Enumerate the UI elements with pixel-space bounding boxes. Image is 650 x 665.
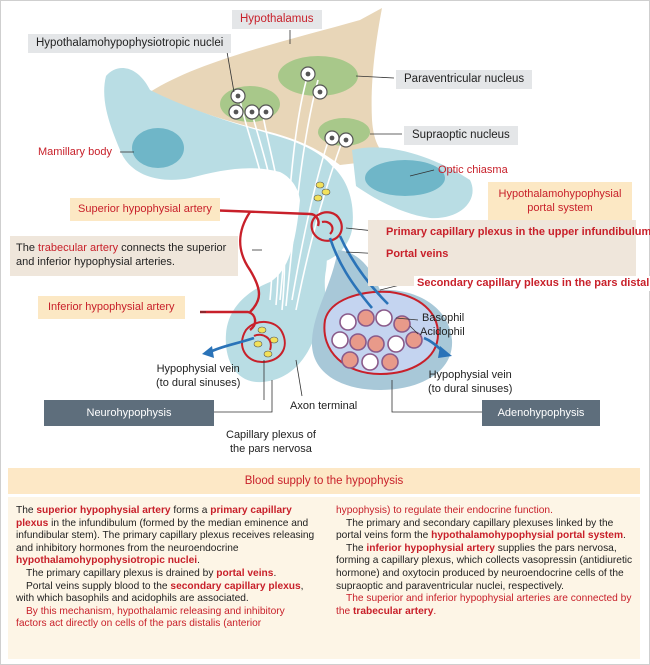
hypothalamic-floor — [104, 67, 353, 263]
text-run: By this mechanism, hypothalamic releasin… — [16, 605, 285, 630]
label-secondary-plexus: Secondary capillary plexus in the pars d… — [414, 276, 650, 291]
label-optic-chiasma: Optic chiasma — [438, 164, 508, 176]
portal-veins — [328, 235, 389, 309]
nerve-fibers — [239, 73, 345, 311]
hypophysial-vein-left — [209, 336, 255, 354]
label-mamillary-body: Mamillary body — [38, 146, 112, 158]
pars-distalis-cells — [331, 309, 423, 371]
blood-supply-right-column: hypophysis) to regulate their endocrine … — [336, 505, 636, 618]
label-portal-veins: Portal veins — [386, 248, 449, 260]
blood-supply-left-column: The superior hypophysial artery forms a … — [16, 505, 316, 631]
trabecular-artery — [239, 211, 261, 313]
axon-terminals — [253, 181, 331, 358]
text-run: superior hypophysial artery — [36, 505, 171, 516]
text-run: secondary capillary plexus — [170, 580, 301, 592]
label-axon-terminal: Axon terminal — [290, 400, 358, 412]
paragraph: The superior and inferior hypophysial ar… — [336, 593, 636, 618]
label-trabecular-note: The trabecular artery connects the super… — [10, 236, 238, 276]
pars-nervosa-plexus — [241, 321, 286, 364]
text-run: . — [273, 567, 277, 579]
text-run: trabecular artery — [353, 605, 434, 617]
hypophysis-diagram — [104, 8, 482, 413]
trabecular-text-post: connects the superior and inferior hypop… — [16, 242, 227, 268]
text-run: Portal veins supply blood to the — [26, 580, 171, 592]
label-vein-right: Hypophysial vein (to dural sinuses) — [428, 369, 513, 395]
text-run: hypophysis) to regulate their endocrine … — [336, 505, 553, 516]
paragraph: The inferior hypophysial artery supplies… — [336, 543, 636, 593]
label-hypothalamus: Hypothalamus — [232, 10, 322, 29]
text-run: hypothalamohypophysiotropic nuclei — [16, 555, 198, 567]
label-acidophil: Acidophil — [420, 326, 465, 338]
text-run: . — [623, 530, 626, 542]
text-run: hypothalamohypophysial portal system — [431, 530, 624, 542]
label-portal-system: Hypothalamohypophysial portal system — [488, 182, 632, 220]
label-supraoptic-nucleus: Supraoptic nucleus — [404, 126, 518, 145]
blood-supply-title: Blood supply to the hypophysis — [8, 468, 640, 494]
label-vein-left: Hypophysial vein (to dural sinuses) — [156, 363, 241, 389]
text-run: . — [197, 555, 200, 567]
label-primary-plexus: Primary capillary plexus in the upper in… — [386, 226, 650, 238]
blood-supply-text-panel: The superior hypophysial artery forms a … — [8, 497, 640, 659]
label-hypophysiotropic-nuclei: Hypothalamohypophysiotropic nuclei — [28, 34, 232, 53]
paragraph: Portal veins supply blood to the seconda… — [16, 581, 316, 606]
mamillary-body-shape — [132, 128, 184, 168]
text-run: The primary and secondary capillary plex… — [336, 517, 614, 542]
primary-capillary-plexus — [310, 211, 343, 242]
text-run: forms a — [170, 505, 211, 516]
paragraph: The primary capillary plexus is drained … — [16, 568, 316, 581]
hypophysial-vein-right-arrow — [438, 346, 452, 358]
label-inferior-hypophysial-artery: Inferior hypophysial artery — [38, 296, 185, 319]
inferior-hypophysial-artery — [200, 310, 257, 331]
paragraph: The superior hypophysial artery forms a … — [16, 505, 316, 568]
trabecular-text-pre: The — [16, 242, 39, 254]
text-run: The — [16, 505, 37, 516]
hypophysial-vein-left-arrow — [202, 346, 214, 358]
paragraph: The primary and secondary capillary plex… — [336, 518, 636, 543]
text-run: . — [433, 605, 437, 617]
text-run: The superior and inferior hypophysial ar… — [336, 593, 632, 617]
label-neurohypophysis: Neurohypophysis — [44, 400, 214, 426]
text-run: The primary capillary plexus is drained … — [26, 567, 217, 579]
text-run: primary capillary plexus — [16, 505, 292, 529]
label-adenohypophysis: Adenohypophysis — [482, 400, 600, 426]
label-basophil: Basophil — [422, 312, 465, 324]
text-run: The — [346, 542, 367, 554]
trabecular-text-red: trabecular artery — [38, 242, 119, 254]
text-run: supplies the pars nervosa, forming a cap… — [336, 542, 633, 592]
label-superior-hypophysial-artery: Superior hypophysial artery — [70, 198, 220, 221]
text-run: , with which basophils and acidophils ar… — [16, 580, 304, 605]
superior-hypophysial-artery — [205, 208, 320, 227]
text-run: in the infundibulum (formed by the media… — [16, 517, 315, 554]
plexus-label-panel — [368, 220, 636, 286]
label-capillary-pars-nervosa: Capillary plexus of the pars nervosa — [226, 429, 316, 455]
paragraph: By this mechanism, hypothalamic releasin… — [16, 606, 316, 631]
label-paraventricular-nucleus: Paraventricular nucleus — [396, 70, 533, 89]
paragraph: hypophysis) to regulate their endocrine … — [336, 505, 636, 518]
neuron-nuclei — [233, 71, 349, 143]
optic-chiasma-core — [365, 160, 445, 196]
paraventricular-nucleus-shape — [278, 56, 358, 96]
text-run: portal veins — [216, 567, 274, 579]
text-run: inferior hypophysial artery — [366, 542, 495, 554]
